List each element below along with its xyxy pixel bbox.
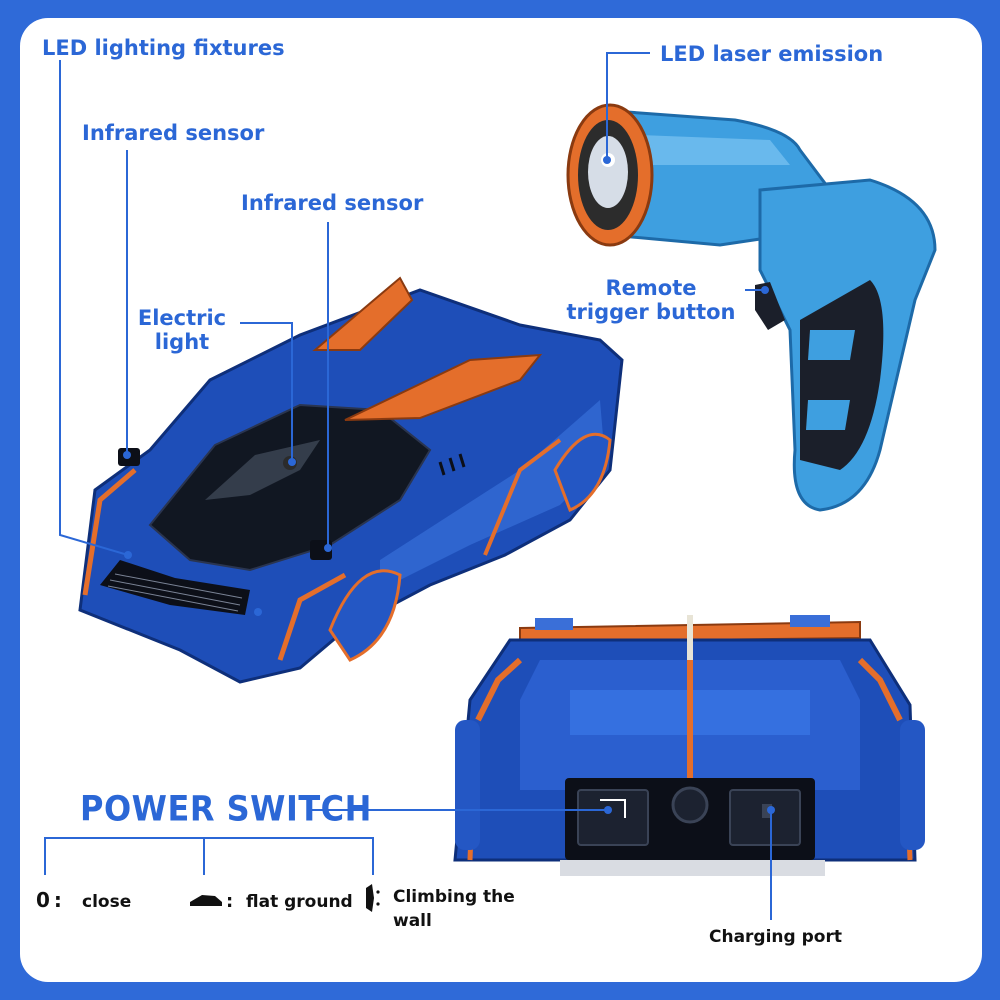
car-front-view — [78, 276, 624, 684]
mode-close-label: close — [82, 892, 132, 912]
label-electric-light-line2: light — [154, 330, 210, 354]
label-electric-light-line1: Electric — [137, 306, 227, 330]
label-remote-line1: Remote — [605, 276, 697, 300]
label-led-lighting-fixtures: LED lighting fixtures — [42, 36, 285, 60]
label-infrared-sensor-right: Infrared sensor — [241, 191, 424, 215]
mode-flat-separator: : — [226, 891, 234, 912]
callout-dots — [123, 156, 775, 814]
label-infrared-sensor-left: Infrared sensor — [82, 121, 265, 145]
callout-lines — [44, 52, 772, 920]
laser-gun — [566, 103, 937, 512]
car-flat-icon — [190, 895, 222, 906]
label-electric-light: Electric light — [130, 306, 234, 354]
label-charging-port: Charging port — [709, 927, 842, 947]
mode-climb-label: Climbing the wall — [393, 885, 515, 933]
label-led-laser-emission: LED laser emission — [660, 42, 884, 66]
label-remote-trigger-button: Remote trigger button — [562, 276, 740, 324]
mode-climb-line2: wall — [393, 911, 432, 931]
power-off-icon: 0: — [36, 888, 66, 912]
car-climb-icon — [366, 884, 380, 912]
power-switch-title: POWER SWITCH — [80, 788, 372, 830]
label-remote-line2: trigger button — [566, 300, 736, 324]
car-rear-view — [453, 615, 925, 876]
mode-flat-label: flat ground — [246, 892, 353, 912]
mode-climb-line1: Climbing the — [393, 887, 515, 907]
